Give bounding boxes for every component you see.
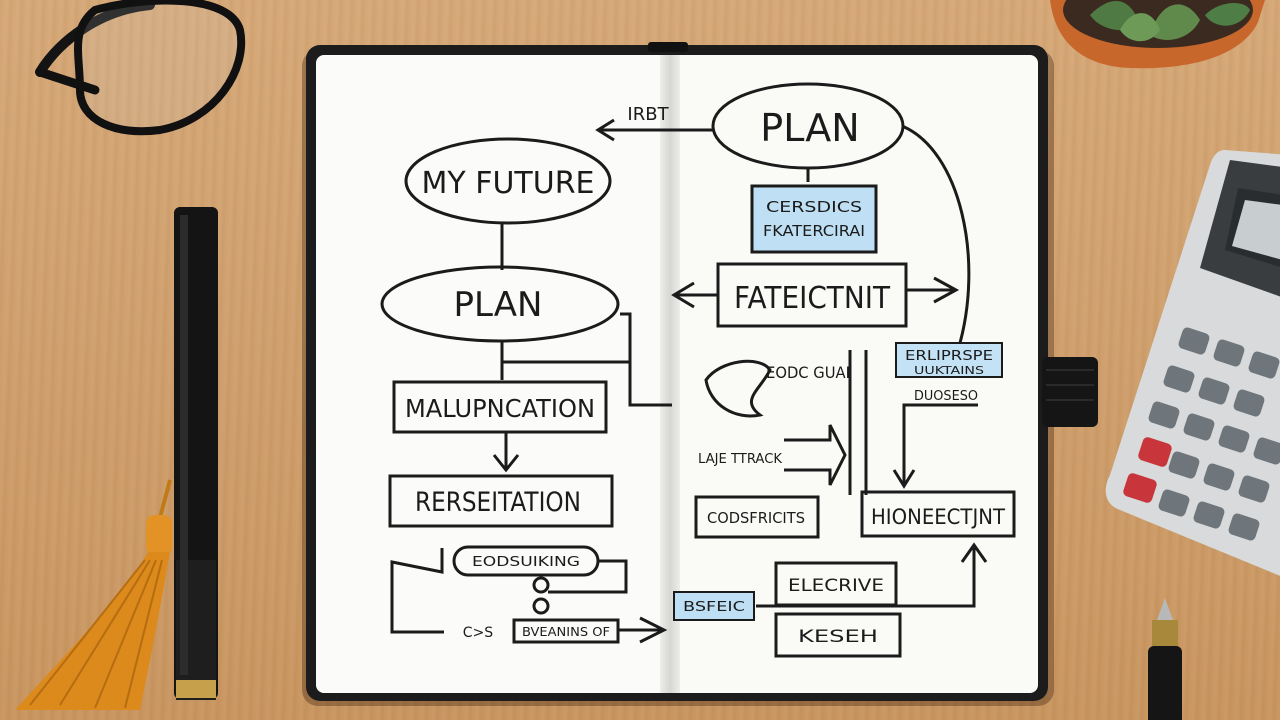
fountain-pen-icon: [1148, 598, 1182, 720]
glasses-icon: [35, 0, 246, 136]
blue-note-line1: ERLIPRSPE: [905, 349, 993, 364]
blue-box: [750, 184, 878, 254]
box-hioneectjnt: HIONEECTJNT: [871, 505, 1005, 529]
note-top: IRBT: [627, 104, 669, 125]
scribble-note: C>S: [463, 625, 494, 641]
pill-bveanins: BVEANINS OF: [522, 625, 610, 639]
note-under: DUOSESO: [914, 389, 978, 404]
box-fateictnit: FATEICTNIT: [734, 281, 891, 316]
oval-plan-left: PLAN: [454, 285, 543, 325]
note-bird: EODC GUAI: [766, 363, 850, 382]
oval-plan-right: PLAN: [760, 106, 859, 150]
left-diagram-lines: [380, 137, 672, 644]
box-elective: ELECRIVE: [788, 576, 884, 596]
blue-tag: [673, 591, 755, 621]
blue-note-line2: UUKTAINS: [914, 364, 984, 377]
tassel-icon: [15, 479, 172, 710]
blue-tag-text: BSFEIC: [683, 600, 745, 615]
blue-note: [895, 342, 1003, 378]
elastic-band: [648, 42, 688, 52]
calculator-icon: [1105, 150, 1280, 576]
pill-eodsuiking: EODSUIKING: [472, 555, 580, 570]
box-malupncation: MALUPNCATION: [405, 394, 595, 423]
box-rerseitation: RERSEITATION: [415, 487, 581, 518]
blue-box-line2: FKATERCIRAI: [763, 222, 865, 240]
box-codsfricits: CODSFRICITS: [707, 509, 805, 527]
box-keseh: KESEH: [798, 627, 878, 647]
left-page: [316, 55, 672, 693]
blue-box-line1: CERSDICS: [766, 198, 862, 216]
plant-icon: [1050, 0, 1265, 69]
pen-icon: [174, 207, 218, 700]
oval-my-future: MY FUTURE: [421, 166, 594, 201]
page-spine: [660, 55, 680, 693]
note-arrow: LAJE TTRACK: [698, 452, 782, 467]
right-diagram-lines: [595, 82, 1016, 658]
bookmark-icon: [1042, 357, 1098, 427]
